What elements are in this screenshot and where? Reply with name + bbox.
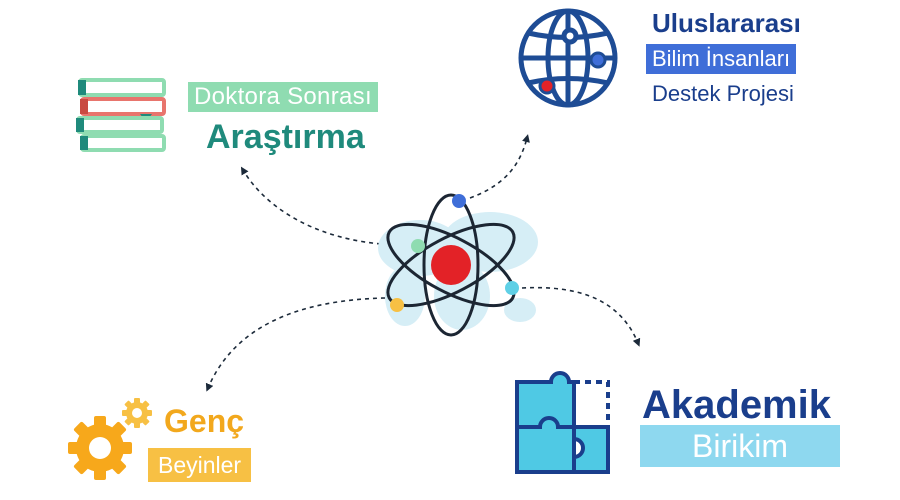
arrow-to-academic	[521, 286, 641, 347]
international-line2: Bilim İnsanları	[646, 44, 797, 74]
international-line3: Destek Projesi	[652, 81, 794, 106]
academic-title: Akademik	[642, 383, 831, 427]
gears-icon	[68, 398, 152, 480]
academic-subtitle: Birikim	[640, 425, 840, 467]
postdoc-subtitle: Doktora Sonrası	[188, 82, 378, 112]
international-title: Uluslararası	[652, 8, 801, 38]
young-title: Genç	[164, 403, 245, 439]
postdoc-title: Araştırma	[206, 118, 365, 156]
arrow-to-young	[205, 297, 386, 392]
young-subtitle: Beyinler	[148, 448, 252, 482]
puzzle-icon	[515, 371, 610, 474]
atom-icon	[386, 193, 519, 337]
arrow-to-international	[469, 134, 530, 199]
arrow-to-postdoc	[240, 166, 406, 246]
globe-network-icon	[518, 8, 618, 108]
books-icon	[76, 78, 166, 152]
